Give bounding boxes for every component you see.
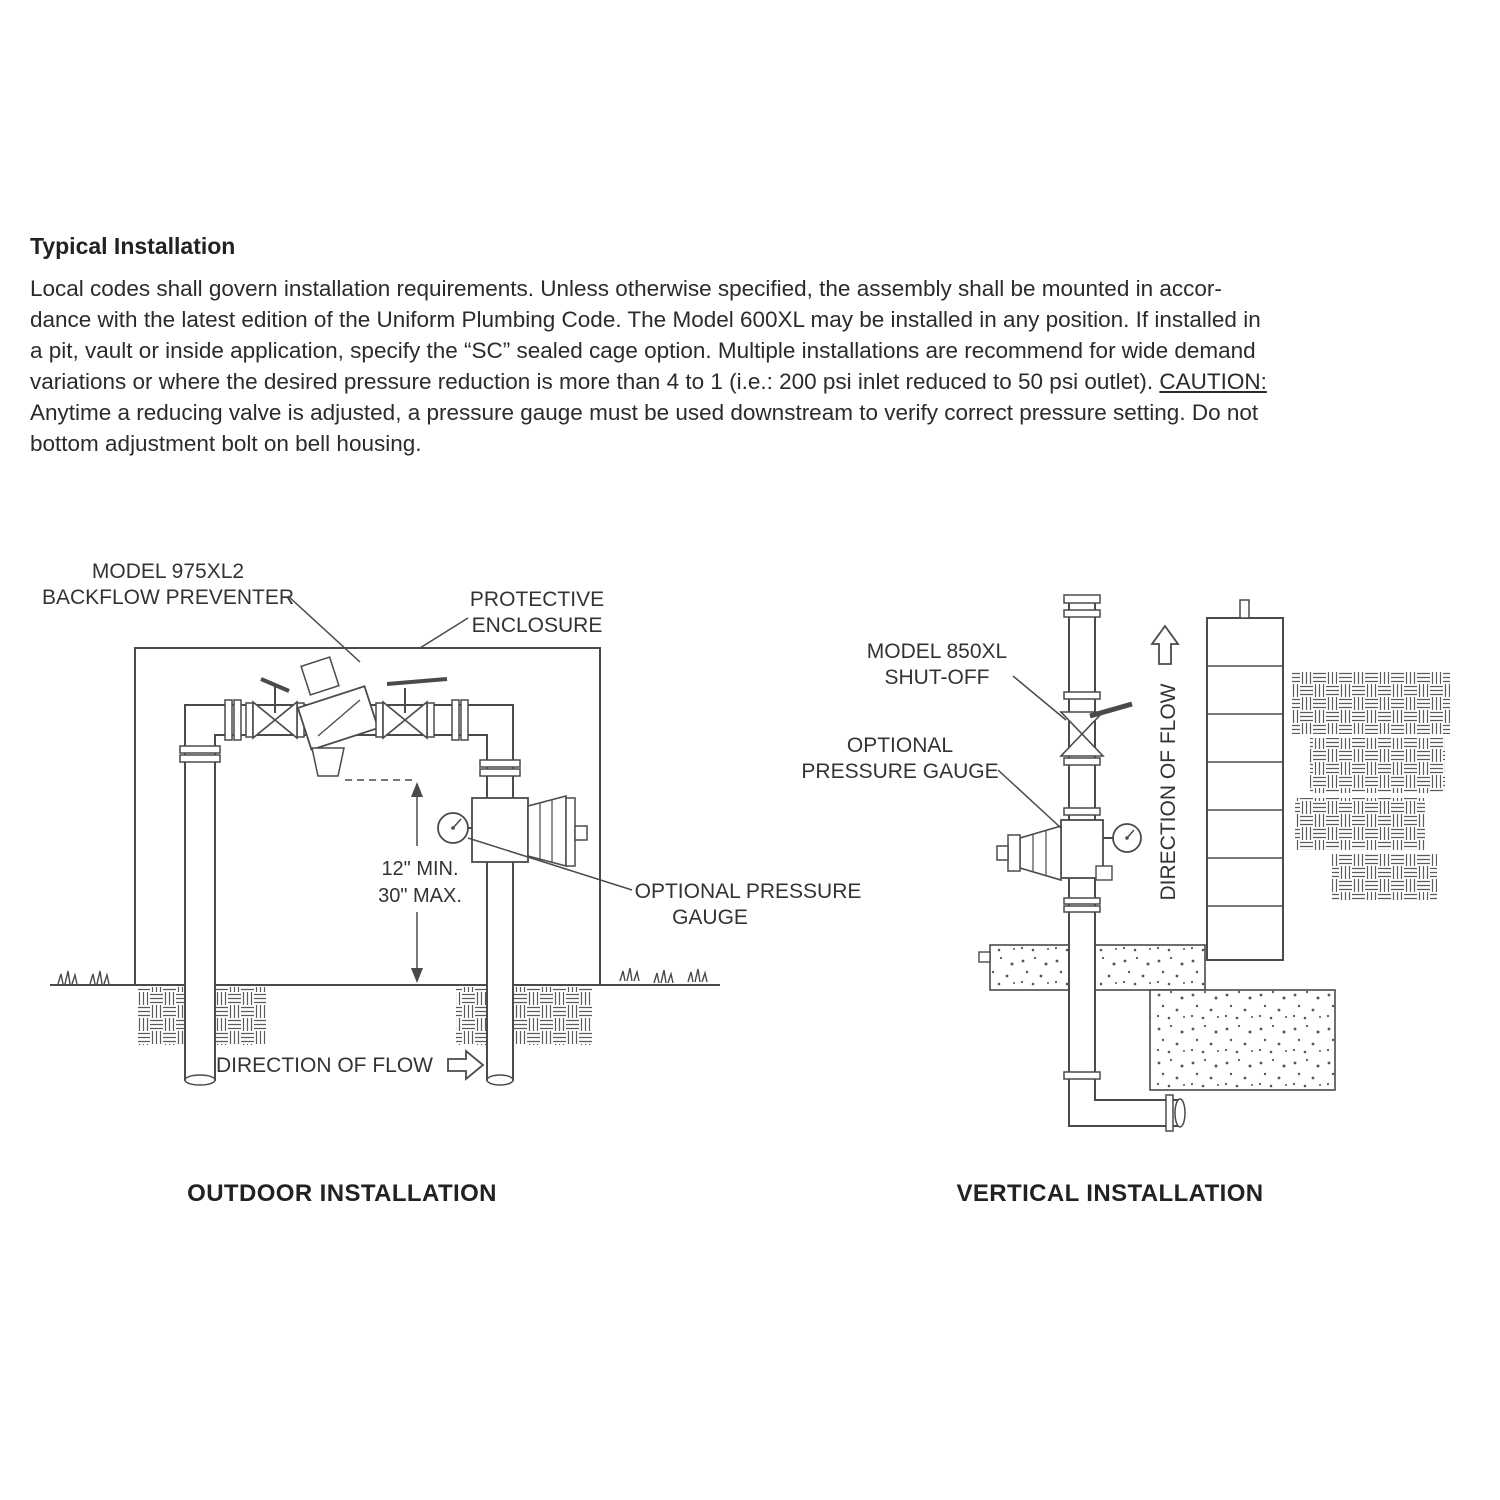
gate-valve-icon	[245, 677, 305, 740]
caution-text: CAUTION:	[1159, 369, 1267, 394]
vertical-installation-diagram: DIRECTION OF FLOW MODEL 850XL SHUT-OFF O…	[801, 594, 1450, 1132]
gauge-label-line2: PRESSURE GAUGE	[801, 760, 998, 783]
wall-hatch	[1292, 672, 1450, 900]
vertical-caption: VERTICAL INSTALLATION	[956, 1180, 1264, 1207]
flow-label: DIRECTION OF FLOW	[1157, 683, 1180, 900]
body-line: variations or where the desired pressure…	[30, 366, 1470, 397]
leader-line	[467, 837, 633, 891]
shutoff-label-line2: SHUT-OFF	[885, 666, 990, 689]
body-line: Anytime a reducing valve is adjusted, a …	[30, 400, 1259, 425]
leader-line	[997, 769, 1062, 829]
gauge-label-line2: GAUGE	[672, 906, 748, 929]
backflow-label-line2: BACKFLOW PREVENTER	[42, 586, 294, 609]
pressure-reducing-valve	[996, 819, 1113, 882]
dimension-min-label: 12" MIN.	[381, 858, 458, 880]
prv-bell	[1019, 824, 1062, 882]
flow-arrow-icon	[447, 1049, 485, 1081]
enclosure-label-line2: ENCLOSURE	[472, 614, 603, 637]
shutoff-valve-icon	[1059, 701, 1133, 757]
body-text: variations or where the desired pressure…	[30, 369, 1160, 394]
dimension-max-label: 30" MAX.	[378, 885, 462, 907]
backflow-label-line1: MODEL 975XL2	[92, 560, 244, 583]
gauge-label-line1: OPTIONAL	[847, 734, 953, 757]
leader-line	[419, 617, 469, 649]
protective-enclosure-box	[134, 647, 601, 986]
gate-valve-icon	[375, 677, 448, 740]
outdoor-caption: OUTDOOR INSTALLATION	[187, 1180, 497, 1207]
dimension-arrow: 12" MIN. 30" MAX.	[345, 779, 462, 983]
callout-optional-gauge: OPTIONAL PRESSURE GAUGE	[467, 837, 862, 929]
callout-protective-enclosure: PROTECTIVE ENCLOSURE	[419, 588, 604, 649]
pressure-gauge-icon	[437, 812, 472, 844]
body-line: Local codes shall govern installation re…	[30, 276, 1222, 301]
leader-line	[1012, 675, 1067, 721]
callout-optional-gauge: OPTIONAL PRESSURE GAUGE	[801, 734, 1062, 829]
prv-bell	[527, 794, 567, 868]
section-heading: Typical Installation	[30, 233, 236, 259]
direction-of-flow: DIRECTION OF FLOW	[1150, 624, 1180, 901]
enclosure-label-line1: PROTECTIVE	[470, 588, 604, 611]
body-line: dance with the latest edition of the Uni…	[30, 307, 1261, 332]
ground-hatch	[50, 984, 720, 1045]
outdoor-installation-diagram: 12" MIN. 30" MAX. DIRECTION OF FLOW MODE…	[42, 560, 862, 1086]
gauge-label-line1: OPTIONAL PRESSURE	[635, 880, 862, 903]
direction-of-flow: DIRECTION OF FLOW	[216, 1049, 485, 1081]
callout-backflow-preventer: MODEL 975XL2 BACKFLOW PREVENTER	[42, 560, 361, 663]
body-line: a pit, vault or inside application, spec…	[30, 338, 1256, 363]
wall-section	[1206, 599, 1284, 961]
up-arrow-icon	[1150, 624, 1180, 665]
backflow-preventer-body	[296, 656, 380, 777]
grass-icon	[57, 967, 708, 985]
leader-line	[287, 595, 361, 663]
body-line: bottom adjustment bolt on bell housing.	[30, 431, 422, 456]
body-paragraph: Local codes shall govern installation re…	[30, 273, 1470, 459]
shutoff-label-line1: MODEL 850XL	[867, 640, 1007, 663]
concrete-footing	[1149, 989, 1336, 1091]
flow-label: DIRECTION OF FLOW	[216, 1054, 433, 1077]
pressure-gauge-icon	[1103, 823, 1142, 853]
concrete-slab	[978, 944, 1206, 991]
pressure-reducing-valve	[471, 759, 588, 868]
callout-shutoff: MODEL 850XL SHUT-OFF	[867, 640, 1067, 721]
